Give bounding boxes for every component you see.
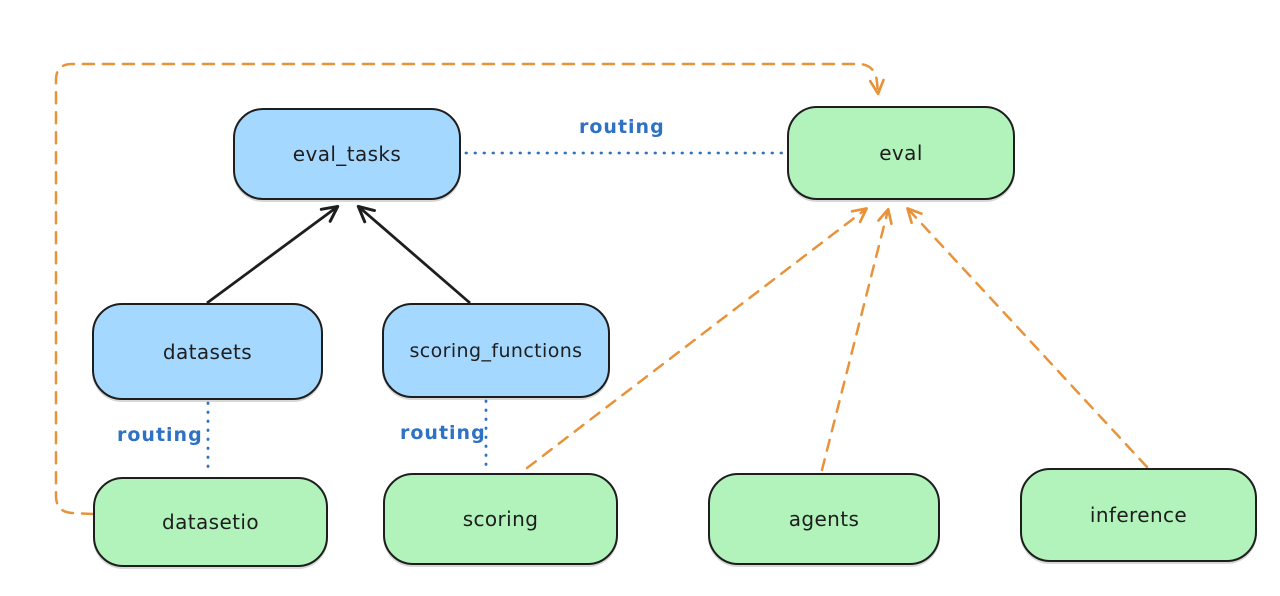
node-datasets: datasets <box>92 303 323 400</box>
node-eval-tasks-label: eval_tasks <box>292 142 402 166</box>
node-eval-label: eval <box>879 141 923 165</box>
node-scoring-label: scoring <box>462 507 539 531</box>
routing-label-eval-tasks-eval: routing <box>579 116 665 138</box>
node-agents-label: agents <box>788 507 860 531</box>
node-scoring: scoring <box>383 473 618 565</box>
node-eval: eval <box>787 106 1015 200</box>
edge-scoring-to-eval <box>525 207 868 470</box>
edge-datasetio-to-eval <box>54 62 885 516</box>
edge-inference-to-eval <box>906 207 1149 469</box>
node-scoring-functions: scoring_functions <box>382 303 610 398</box>
node-datasets-label: datasets <box>162 339 253 364</box>
node-eval-tasks: eval_tasks <box>233 108 461 200</box>
edge-agents-to-eval <box>820 207 893 472</box>
node-datasetio-label: datasetio <box>161 510 259 534</box>
node-scoring-functions-label: scoring_functions <box>409 339 583 362</box>
node-inference: inference <box>1020 468 1257 562</box>
node-inference-label: inference <box>1089 503 1188 527</box>
routing-label-scoring-functions-scoring: routing <box>400 422 486 444</box>
node-datasetio: datasetio <box>93 477 328 567</box>
edge-scoring-functions-to-eval-tasks <box>356 204 471 305</box>
edge-datasets-to-eval-tasks <box>206 204 340 305</box>
node-agents: agents <box>708 473 940 565</box>
routing-label-datasets-datasetio: routing <box>117 424 203 446</box>
